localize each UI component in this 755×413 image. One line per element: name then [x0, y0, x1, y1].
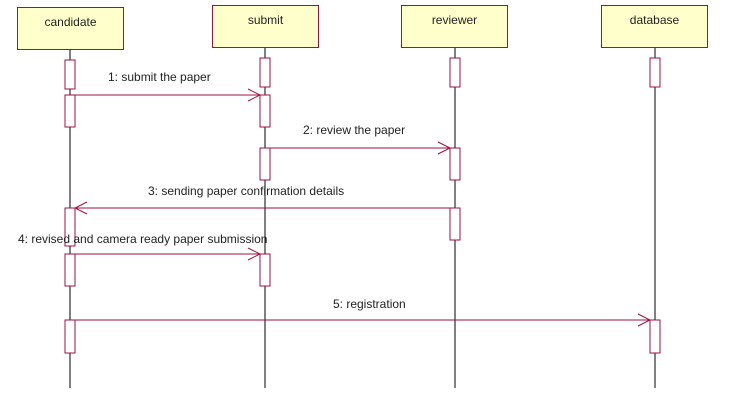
participant-label: database — [629, 13, 680, 27]
activation-bar — [64, 207, 76, 247]
activation-bar — [449, 57, 461, 88]
activation-bar — [259, 57, 271, 88]
activation-bar — [449, 207, 461, 241]
message-label-3: 3: sending paper confirmation details — [148, 184, 345, 198]
participant-submit: submit — [212, 5, 319, 48]
arrowhead-icon — [637, 313, 652, 327]
arrowhead-icon — [437, 141, 452, 155]
activation-bar — [259, 253, 271, 287]
message-label-5: 5: registration — [333, 297, 406, 311]
message-label-4: 4: revised and camera ready paper submis… — [18, 232, 268, 246]
participant-label: candidate — [44, 15, 97, 29]
activation-bar — [259, 94, 271, 128]
participant-candidate: candidate — [17, 7, 124, 50]
arrowhead-icon — [247, 88, 262, 102]
arrowhead-icon — [247, 247, 262, 261]
activation-bar — [259, 147, 271, 181]
activation-bar — [449, 147, 461, 181]
activation-bar — [64, 59, 76, 90]
activation-bar — [64, 253, 76, 287]
activation-bar — [649, 57, 661, 88]
activation-bar — [649, 319, 661, 354]
activation-bar — [64, 94, 76, 128]
participant-label: submit — [247, 13, 284, 27]
message-label-1: 1: submit the paper — [108, 70, 211, 84]
participant-label: reviewer — [431, 13, 478, 27]
activation-bar — [64, 319, 76, 354]
participant-database: database — [601, 5, 708, 48]
message-label-2: 2: review the paper — [303, 123, 406, 137]
participant-reviewer: reviewer — [401, 5, 508, 48]
arrowhead-icon — [73, 201, 88, 215]
